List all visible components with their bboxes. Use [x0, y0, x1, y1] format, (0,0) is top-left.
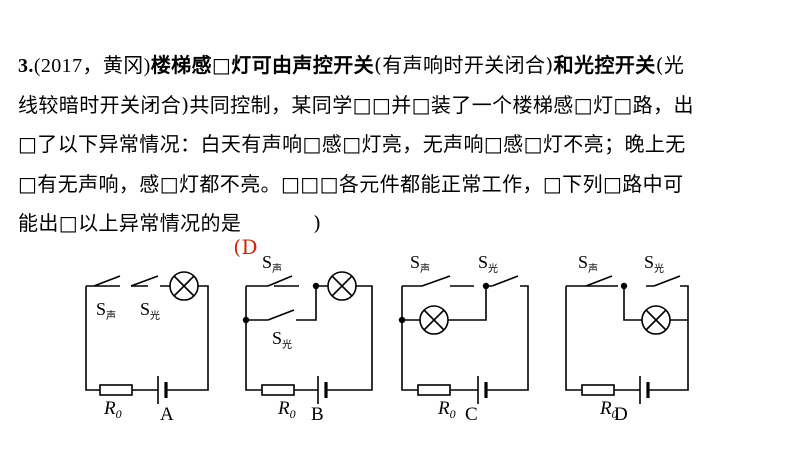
circuit-b-sw1-label: S声 [262, 252, 282, 275]
circuit-b-sw2-label: S光 [272, 328, 292, 351]
circuit-b-wires [245, 285, 373, 391]
circuit-d-sw2-label: S光 [644, 252, 664, 275]
question-source: (2017，黄冈) [33, 55, 151, 77]
circuit-d-lamp-icon [641, 305, 671, 335]
question-line-1: 3.(2017，黄冈)楼梯感□灯可由声控开关(有声响时开关闭合)和光控开关(光 [18, 46, 788, 86]
question-text-bold-2: 和光控开关 [553, 53, 656, 77]
circuit-b-lamp-icon [327, 271, 357, 301]
circuit-a-sw1-label: S声 [96, 299, 116, 322]
answer-text: (D [233, 228, 258, 268]
circuit-d-battery-icon [639, 376, 650, 404]
circuit-d-resistor [581, 384, 615, 396]
circuit-a-switch-2 [130, 275, 159, 287]
question-text-bold-1: 楼梯感□灯可由声控开关 [150, 53, 375, 77]
answer-letter: D [241, 235, 258, 259]
question-line-2: 线较暗时开关闭合)共同控制，某同学□□并□装了一个楼梯感□灯□路，出 [18, 92, 694, 117]
circuit-a-sw2-label: S光 [140, 299, 160, 322]
circuit-a-resistor [99, 384, 133, 396]
circuit-figures-svg: S声 S光 R0 A S声 S光 R0 B [85, 252, 689, 425]
circuit-d-caption: D [614, 404, 628, 425]
question-block: 3.(2017，黄冈)楼梯感□灯可由声控开关(有声响时开关闭合)和光控开关(光 … [18, 46, 788, 259]
circuit-c-sw2-label: S光 [478, 252, 498, 275]
answer-open-paren: ( [233, 235, 242, 259]
circuit-a-battery-icon [157, 376, 168, 404]
circuit-a-wires [85, 285, 209, 391]
circuit-a-caption: A [160, 404, 174, 425]
question-text-plain-1: (有声响时开关闭合) [374, 53, 554, 77]
circuit-d-resistor-label: R0 [599, 398, 618, 421]
circuit-d-junction-1 [620, 282, 628, 290]
circuit-d-switch-1 [585, 275, 613, 287]
question-text-last: 能出□以上异常情况的是 [18, 211, 242, 235]
circuit-d-sw1-label: S声 [578, 252, 598, 275]
circuit-c-sw1-label: S声 [410, 252, 430, 275]
circuit-c: S声 S光 R0 C [398, 252, 529, 425]
circuit-b-junction-2 [312, 282, 320, 290]
circuit-c-lamp-icon [419, 305, 449, 335]
circuit-c-switch-1 [421, 275, 451, 287]
circuit-b-junction-1 [242, 316, 250, 324]
question-number-dot: . [28, 55, 34, 77]
circuit-a: S声 S光 R0 A [85, 271, 209, 425]
circuit-c-resistor [417, 384, 451, 396]
circuit-b-resistor-label: R0 [277, 398, 296, 421]
question-line-3: □了以下异常情况：白天有声响□感□灯亮，无声响□感□灯不亮；晚上无 [18, 132, 686, 156]
question-text-plain-2: (光 [655, 53, 685, 77]
circuit-c-junction-2 [482, 282, 490, 290]
circuit-d-wires [565, 285, 689, 391]
circuit-c-caption: C [465, 404, 478, 425]
circuit-b-switch-1 [267, 275, 293, 287]
circuit-c-switch-2 [491, 275, 519, 287]
question-number: 3 [18, 55, 29, 77]
circuit-c-resistor-label: R0 [437, 398, 456, 421]
circuit-d: S声 S光 R0 D [565, 252, 689, 425]
circuit-b: S声 S光 R0 B [242, 252, 373, 425]
question-line-4: □有无声响，感□灯都不亮。□□□各元件都能正常工作，□下列□路中可 [18, 171, 684, 196]
circuit-d-switch-2 [653, 275, 681, 287]
answer-close-paren: ) [313, 211, 322, 235]
circuit-a-resistor-label: R0 [103, 398, 122, 421]
circuit-b-switch-2 [267, 309, 295, 321]
circuit-c-wires [401, 285, 529, 391]
circuit-a-lamp-icon [169, 271, 199, 301]
circuit-c-junction-1 [398, 316, 406, 324]
circuit-c-battery-icon [477, 376, 488, 404]
circuit-b-resistor [261, 384, 295, 396]
circuit-a-switch-1 [93, 275, 121, 287]
circuit-b-battery-icon [317, 376, 328, 404]
circuit-figures: S声 S光 R0 A S声 S光 R0 B [0, 240, 800, 450]
question-line-5: 能出□以上异常情况的是(D) [18, 204, 788, 259]
circuit-b-caption: B [311, 404, 324, 425]
